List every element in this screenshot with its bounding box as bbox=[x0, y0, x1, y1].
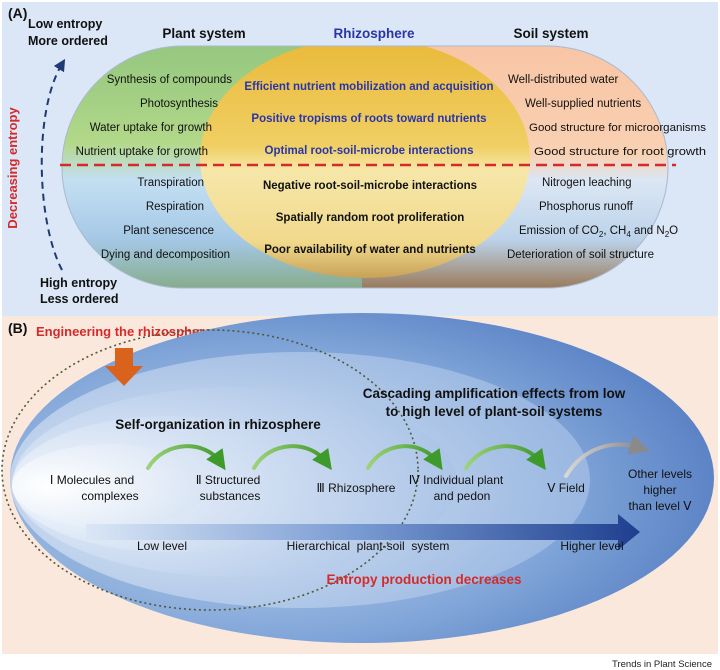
plant-upper-item: Photosynthesis bbox=[140, 98, 218, 110]
cascading-label-line2: to high level of plant-soil systems bbox=[386, 404, 603, 419]
level-6-label: Other levels bbox=[628, 467, 692, 481]
hierarchical-system-label: Hierarchical plant-soil system bbox=[287, 539, 450, 553]
level-3-label: Ⅲ Rhizosphere bbox=[317, 481, 396, 495]
plant-system-header: Plant system bbox=[162, 26, 245, 41]
low-entropy-label: Low entropy bbox=[28, 17, 102, 31]
soil-upper-item: Good structure for root growth bbox=[534, 146, 706, 158]
low-level-label: Low level bbox=[137, 539, 187, 553]
plant-upper-item: Nutrient uptake for growth bbox=[76, 146, 208, 158]
soil-lower-item: Phosphorus runoff bbox=[539, 201, 634, 213]
panel-b: (B) Engineering the rhizosphere Self-org… bbox=[1, 313, 718, 654]
self-organization-label: Self-organization in rhizosphere bbox=[115, 417, 321, 432]
rhizosphere-lower-item: Poor availability of water and nutrients bbox=[264, 244, 476, 256]
self-organization-boundary bbox=[1, 329, 419, 611]
rhizosphere-lower-item: Negative root-soil-microbe interactions bbox=[263, 180, 477, 192]
engineering-label: Engineering the rhizosphere bbox=[36, 324, 212, 339]
rhizosphere-upper-item: Efficient nutrient mobilization and acqu… bbox=[244, 81, 493, 93]
hierarchical-axis-arrow bbox=[86, 514, 640, 550]
soil-upper-item: Well-supplied nutrients bbox=[525, 98, 641, 110]
entropy-tube bbox=[62, 46, 668, 288]
soil-lower-item: Deterioration of soil structure bbox=[507, 249, 654, 261]
higher-level-label: Higher level bbox=[560, 539, 623, 553]
level-1-label-line2: complexes bbox=[81, 489, 138, 503]
plant-lower-item: Transpiration bbox=[137, 177, 204, 189]
level-2-label: Ⅱ Structured bbox=[196, 473, 261, 487]
engineering-arrow-icon bbox=[105, 348, 143, 386]
level-6-label-line2: higher bbox=[643, 483, 676, 497]
soil-upper-item: Well-distributed water bbox=[508, 74, 619, 86]
level-6-label-line3: than level Ⅴ bbox=[629, 499, 693, 513]
decreasing-entropy-label: Decreasing entropy bbox=[5, 107, 20, 229]
panel-a: (A) Decreasing entropy Low entropy More … bbox=[2, 2, 718, 316]
rhizosphere-header: Rhizosphere bbox=[333, 26, 415, 41]
rhizosphere-upper-item: Positive tropisms of roots toward nutrie… bbox=[251, 113, 486, 125]
high-entropy-label: High entropy bbox=[40, 276, 117, 290]
level-2-label-line2: substances bbox=[200, 489, 261, 503]
system-ellipse-inner bbox=[12, 444, 208, 528]
level-5-label: Ⅴ Field bbox=[547, 481, 585, 495]
rhizosphere-zone bbox=[200, 46, 530, 278]
journal-credit: Trends in Plant Science bbox=[612, 659, 712, 670]
panel-a-label: (A) bbox=[8, 5, 27, 21]
level-arrow bbox=[464, 444, 546, 471]
soil-lower-item-emission: Emission of CO2, CH4 and N2O bbox=[519, 225, 678, 239]
rhizosphere-lower-item: Spatially random root proliferation bbox=[276, 212, 465, 224]
cascading-label-line1: Cascading amplification effects from low bbox=[363, 386, 626, 401]
plant-lower-item: Respiration bbox=[146, 201, 204, 213]
level-4-label: Ⅳ Individual plant bbox=[409, 473, 504, 487]
plant-lower-item: Plant senescence bbox=[123, 225, 214, 237]
plant-lower-item: Dying and decomposition bbox=[101, 249, 230, 261]
level-arrow bbox=[252, 444, 332, 471]
entropy-decreases-label: Entropy production decreases bbox=[326, 572, 521, 587]
less-ordered-label: Less ordered bbox=[40, 292, 119, 306]
panel-b-label: (B) bbox=[8, 320, 27, 336]
plant-upper-item: Water uptake for growth bbox=[90, 122, 212, 134]
soil-upper-item: Good structure for microorganisms bbox=[529, 122, 707, 134]
plant-upper-item: Synthesis of compounds bbox=[107, 74, 233, 86]
rhizosphere-upper-item: Optimal root-soil-microbe interactions bbox=[265, 145, 474, 157]
level-arrow bbox=[146, 444, 226, 471]
level-4-label-line2: and pedon bbox=[434, 489, 491, 503]
soil-system-header: Soil system bbox=[513, 26, 588, 41]
more-ordered-label: More ordered bbox=[28, 34, 108, 48]
soil-lower-item: Nitrogen leaching bbox=[542, 177, 632, 189]
level-1-label: Ⅰ Molecules and bbox=[50, 473, 134, 487]
level-arrow bbox=[366, 444, 443, 471]
level-arrow-higher bbox=[564, 435, 650, 478]
